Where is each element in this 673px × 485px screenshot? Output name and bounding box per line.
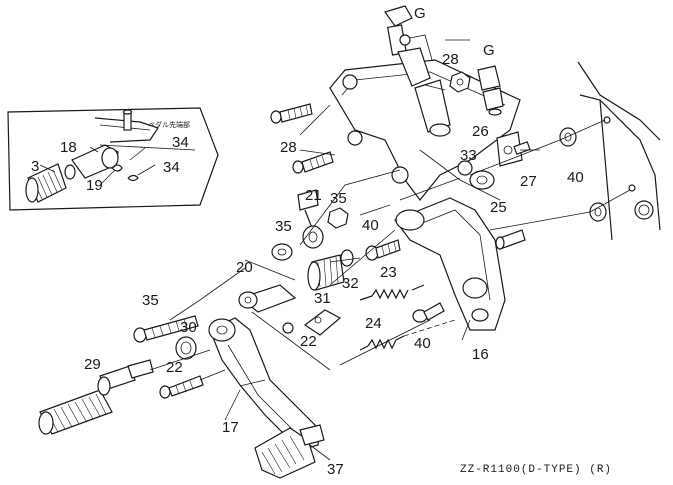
inset-pedal-tip	[7, 107, 219, 211]
label-40-right: 40	[567, 169, 584, 186]
label-26: 26	[472, 123, 489, 140]
pedal-tip-37	[254, 424, 325, 479]
label-40-center: 40	[362, 217, 379, 234]
collar-35	[302, 225, 324, 249]
bushing-30	[175, 336, 197, 360]
label-25: 25	[490, 199, 507, 216]
label-28-left: 28	[280, 139, 297, 156]
model-caption: ZZ-R1100(D-TYPE) (R)	[460, 464, 612, 476]
label-35-mid: 35	[275, 218, 292, 235]
label-33: 33	[460, 147, 477, 164]
label-35-lower: 35	[142, 292, 159, 309]
bolt-28-upper	[270, 103, 313, 124]
footpeg-29	[38, 359, 154, 435]
collar-33	[469, 170, 495, 190]
label-34-b: 34	[163, 159, 180, 176]
label-37: 37	[327, 461, 344, 478]
label-3: 3	[31, 158, 39, 175]
label-27: 27	[520, 173, 537, 190]
label-34-a: 34	[172, 134, 189, 151]
bushing-31	[307, 254, 345, 291]
label-22-upper: 22	[300, 333, 317, 350]
link-plate-22	[282, 309, 342, 336]
bolt-40-lower	[412, 302, 445, 323]
pivot-bolt-21	[297, 189, 319, 229]
label-24: 24	[365, 315, 382, 332]
label-28-top: 28	[442, 51, 459, 68]
label-23: 23	[380, 264, 397, 281]
label-35-upper: 35	[330, 190, 347, 207]
label-18: 18	[60, 139, 77, 156]
label-30: 30	[180, 319, 197, 336]
pedal-mount-arm-16	[394, 197, 506, 331]
spacer-40-upper	[559, 127, 577, 147]
label-22-lower: 22	[166, 359, 183, 376]
part-labels: 3 18 19 34 34 ペダル先端部 28 28 G G 26 33 27 …	[31, 5, 612, 478]
label-g-upper: G	[414, 5, 426, 22]
master-cylinder-upper	[384, 5, 451, 137]
rubber-grip-3	[25, 163, 67, 203]
bolt-22-lower	[159, 375, 204, 399]
label-20: 20	[236, 259, 253, 276]
bolt-28-lower	[292, 151, 334, 174]
label-29: 29	[84, 356, 101, 373]
reservoir-fitting	[477, 65, 504, 116]
leader-lines	[149, 39, 631, 461]
bolt-40-center	[365, 239, 401, 261]
label-32: 32	[342, 275, 359, 292]
label-31: 31	[314, 290, 331, 307]
label-16: 16	[472, 346, 489, 363]
label-17: 17	[222, 419, 239, 436]
brake-pedal-17	[208, 317, 321, 451]
label-g-right: G	[483, 42, 495, 59]
bolt-27	[513, 141, 531, 155]
spring-23	[359, 284, 425, 301]
washer-upper-20	[271, 243, 293, 261]
inset-note: ペダル先端部	[148, 120, 190, 129]
bolt-35-lower	[133, 315, 199, 343]
nut-28-upper	[449, 71, 471, 93]
label-40-lower: 40	[414, 335, 431, 352]
bolt-25	[495, 229, 526, 250]
nut-35-upper	[327, 207, 349, 229]
label-19: 19	[86, 177, 103, 194]
lever-plate-20	[238, 284, 297, 313]
washer-32	[340, 249, 354, 267]
spacer-40-lower	[589, 202, 607, 222]
label-21: 21	[305, 187, 322, 204]
frame-section	[577, 61, 661, 241]
